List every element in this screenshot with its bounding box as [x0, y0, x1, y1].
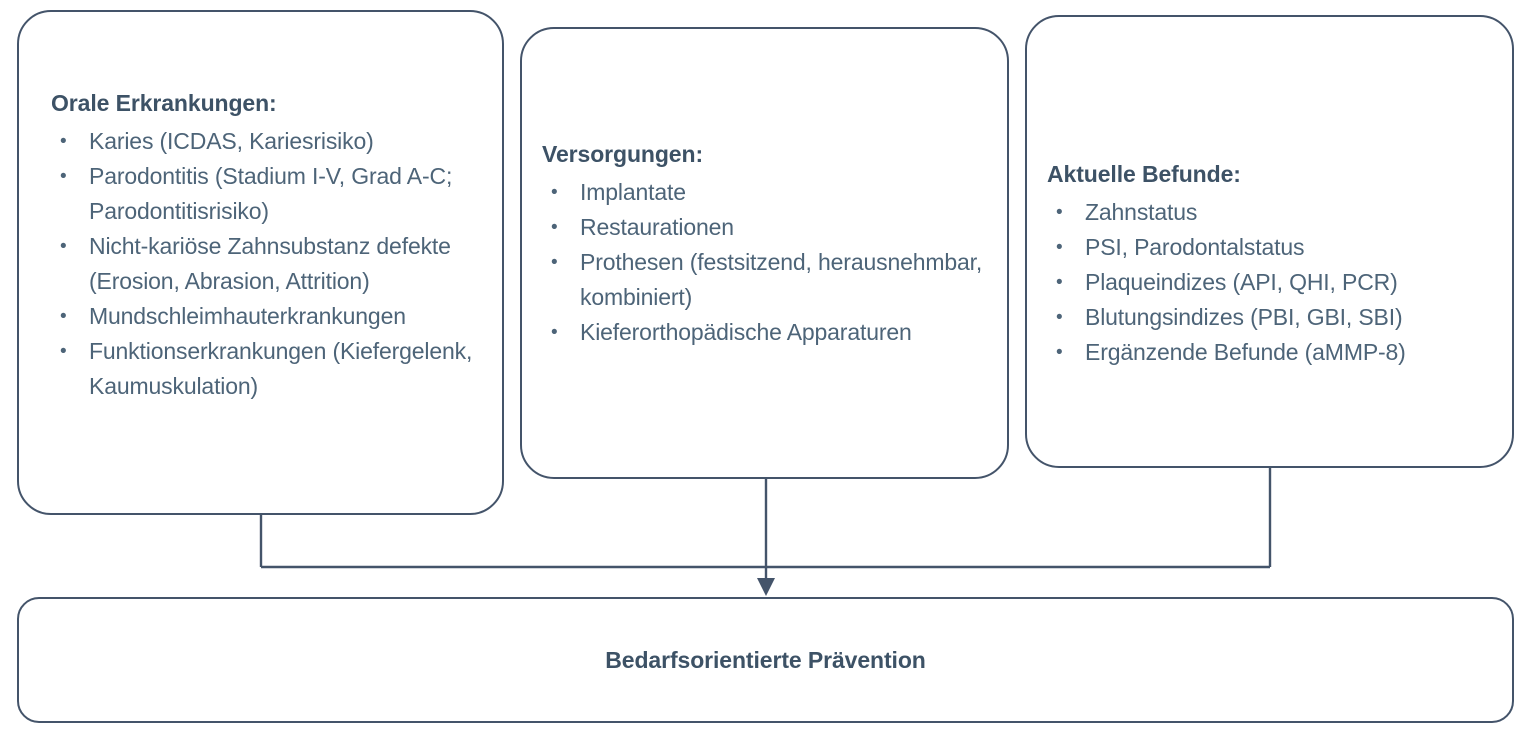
card-list-orale-erkrankungen: Karies (ICDAS, Kariesrisiko) Parodontiti… [51, 124, 488, 404]
card-title-aktuelle-befunde: Aktuelle Befunde: [1047, 161, 1241, 187]
list-item: Blutungsindizes (PBI, GBI, SBI) [1047, 300, 1498, 335]
card-title-orale-erkrankungen: Orale Erkrankungen: [51, 90, 277, 116]
card-title-versorgungen: Versorgungen: [542, 141, 704, 167]
card-aktuelle-befunde: Aktuelle Befunde: Zahnstatus PSI, Parodo… [1025, 15, 1514, 468]
card-orale-erkrankungen: Orale Erkrankungen: Karies (ICDAS, Karie… [17, 10, 504, 515]
list-item: PSI, Parodontalstatus [1047, 230, 1498, 265]
list-item: Zahnstatus [1047, 195, 1498, 230]
card-list-aktuelle-befunde: Zahnstatus PSI, Parodontalstatus Plaquei… [1047, 195, 1498, 370]
list-item: Mundschleimhauterkrankungen [51, 299, 488, 334]
outcome-label: Bedarfsorientierte Prävention [605, 646, 926, 673]
list-item: Ergänzende Befunde (aMMP-8) [1047, 335, 1498, 370]
list-item: Implantate [542, 175, 993, 210]
card-versorgungen: Versorgungen: Implantate Restaurationen … [520, 27, 1009, 479]
card-bedarfsorientierte-praevention: Bedarfsorientierte Prävention [17, 597, 1514, 723]
list-item: Nicht-kariöse Zahnsubstanz defekte (Eros… [51, 229, 488, 299]
list-item: Parodontitis (Stadium I-V, Grad A-C; Par… [51, 159, 488, 229]
down-arrow-icon [757, 578, 775, 596]
list-item: Funktionserkrankungen (Kiefergelenk, Kau… [51, 334, 488, 404]
list-item: Restaurationen [542, 210, 993, 245]
list-item: Prothesen (festsitzend, herausnehmbar, k… [542, 245, 993, 315]
list-item: Kieferorthopädische Apparaturen [542, 315, 993, 350]
list-item: Plaqueindizes (API, QHI, PCR) [1047, 265, 1498, 300]
card-list-versorgungen: Implantate Restaurationen Prothesen (fes… [542, 175, 993, 350]
list-item: Karies (ICDAS, Kariesrisiko) [51, 124, 488, 159]
